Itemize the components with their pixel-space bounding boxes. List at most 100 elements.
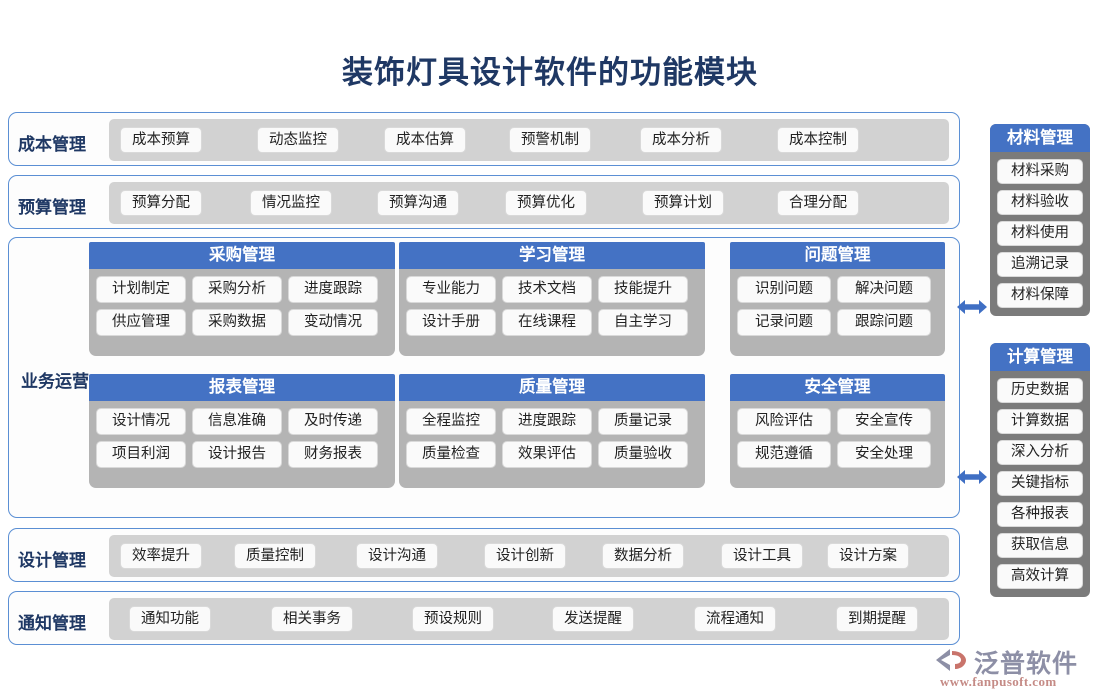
chip-quality-1[interactable]: 进度跟踪 (502, 408, 592, 435)
chip-design-6[interactable]: 设计方案 (827, 543, 909, 569)
row-label-budget: 预算管理 (18, 198, 86, 217)
chip-proc-0[interactable]: 计划制定 (96, 276, 186, 303)
sidebar-material-item-0[interactable]: 材料采购 (997, 159, 1083, 184)
chip-notice-0[interactable]: 通知功能 (129, 606, 211, 632)
module-quality: 质量管理 全程监控 进度跟踪 质量记录 质量检查 效果评估 质量验收 (399, 374, 705, 488)
chip-budget-3[interactable]: 预算优化 (505, 190, 587, 216)
fanpu-logo-icon (936, 649, 966, 671)
module-procurement-title: 采购管理 (89, 242, 395, 269)
sidebar-material-item-3[interactable]: 追溯记录 (997, 252, 1083, 277)
chip-design-5[interactable]: 设计工具 (721, 543, 803, 569)
module-issue-title: 问题管理 (730, 242, 945, 269)
chip-budget-0[interactable]: 预算分配 (120, 190, 202, 216)
panel-business-operations: 业务运营 采购管理 计划制定 采购分析 进度跟踪 供应管理 采购数据 变动情况 … (8, 237, 960, 518)
chip-quality-4[interactable]: 效果评估 (502, 441, 592, 468)
chip-notice-5[interactable]: 到期提醒 (836, 606, 918, 632)
row-label-cost: 成本管理 (18, 135, 86, 154)
panel-cost-management: 成本管理 成本预算 动态监控 成本估算 预警机制 成本分析 成本控制 (8, 112, 960, 166)
chip-report-5[interactable]: 财务报表 (288, 441, 378, 468)
chip-cost-4[interactable]: 成本分析 (640, 127, 722, 153)
chip-report-4[interactable]: 设计报告 (192, 441, 282, 468)
chip-proc-4[interactable]: 采购数据 (192, 309, 282, 336)
chip-report-1[interactable]: 信息准确 (192, 408, 282, 435)
chip-notice-2[interactable]: 预设规则 (412, 606, 494, 632)
chip-issue-3[interactable]: 跟踪问题 (837, 309, 931, 336)
row-label-design: 设计管理 (18, 551, 86, 570)
sidebar-material-management: 材料管理 材料采购 材料验收 材料使用 追溯记录 材料保障 (990, 124, 1090, 316)
chip-notice-3[interactable]: 发送提醒 (552, 606, 634, 632)
chip-learn-4[interactable]: 在线课程 (502, 309, 592, 336)
sidebar-calc-item-6[interactable]: 高效计算 (997, 564, 1083, 589)
chip-cost-3[interactable]: 预警机制 (509, 127, 591, 153)
module-safety: 安全管理 风险评估 安全宣传 规范遵循 安全处理 (730, 374, 945, 488)
chip-budget-1[interactable]: 情况监控 (250, 190, 332, 216)
chip-report-2[interactable]: 及时传递 (288, 408, 378, 435)
module-learning-items: 专业能力 技术文档 技能提升 设计手册 在线课程 自主学习 (399, 269, 705, 344)
chip-design-3[interactable]: 设计创新 (484, 543, 566, 569)
chip-safety-2[interactable]: 规范遵循 (737, 441, 831, 468)
sidebar-material-item-1[interactable]: 材料验收 (997, 190, 1083, 215)
chip-safety-1[interactable]: 安全宣传 (837, 408, 931, 435)
module-issue: 问题管理 识别问题 解决问题 记录问题 跟踪问题 (730, 242, 945, 356)
module-issue-items: 识别问题 解决问题 记录问题 跟踪问题 (730, 269, 945, 344)
chip-learn-3[interactable]: 设计手册 (406, 309, 496, 336)
sidebar-calc-item-3[interactable]: 关键指标 (997, 471, 1083, 496)
chip-cost-0[interactable]: 成本预算 (120, 127, 202, 153)
chip-learn-1[interactable]: 技术文档 (502, 276, 592, 303)
chip-issue-1[interactable]: 解决问题 (837, 276, 931, 303)
sidebar-calc-item-0[interactable]: 历史数据 (997, 378, 1083, 403)
chip-budget-4[interactable]: 预算计划 (642, 190, 724, 216)
chip-learn-2[interactable]: 技能提升 (598, 276, 688, 303)
sidebar-calc-item-2[interactable]: 深入分析 (997, 440, 1083, 465)
chip-report-3[interactable]: 项目利润 (96, 441, 186, 468)
chip-issue-0[interactable]: 识别问题 (737, 276, 831, 303)
chip-report-0[interactable]: 设计情况 (96, 408, 186, 435)
sidebar-calc-item-1[interactable]: 计算数据 (997, 409, 1083, 434)
page-title: 装饰灯具设计软件的功能模块 (342, 55, 758, 90)
chip-proc-3[interactable]: 供应管理 (96, 309, 186, 336)
chip-learn-0[interactable]: 专业能力 (406, 276, 496, 303)
chip-budget-2[interactable]: 预算沟通 (377, 190, 459, 216)
chip-quality-2[interactable]: 质量记录 (598, 408, 688, 435)
sidebar-calc-item-4[interactable]: 各种报表 (997, 502, 1083, 527)
row-label-notice: 通知管理 (18, 614, 86, 633)
panel-budget-management: 预算管理 预算分配 情况监控 预算沟通 预算优化 预算计划 合理分配 (8, 175, 960, 229)
module-procurement: 采购管理 计划制定 采购分析 进度跟踪 供应管理 采购数据 变动情况 (89, 242, 395, 356)
module-quality-title: 质量管理 (399, 374, 705, 401)
double-arrow-icon-top (957, 300, 987, 314)
chip-cost-1[interactable]: 动态监控 (257, 127, 339, 153)
chip-cost-2[interactable]: 成本估算 (384, 127, 466, 153)
logo-url: www.fanpusoft.com (940, 674, 1057, 689)
chip-design-0[interactable]: 效率提升 (120, 543, 202, 569)
watermark-logo: 泛普软件 www.fanpusoft.com (932, 644, 1092, 696)
chip-quality-3[interactable]: 质量检查 (406, 441, 496, 468)
chip-design-4[interactable]: 数据分析 (602, 543, 684, 569)
chip-budget-5[interactable]: 合理分配 (777, 190, 859, 216)
sidebar-material-title: 材料管理 (990, 124, 1090, 152)
chip-learn-5[interactable]: 自主学习 (598, 309, 688, 336)
chip-proc-2[interactable]: 进度跟踪 (288, 276, 378, 303)
chip-notice-4[interactable]: 流程通知 (694, 606, 776, 632)
chip-design-2[interactable]: 设计沟通 (356, 543, 438, 569)
chip-safety-3[interactable]: 安全处理 (837, 441, 931, 468)
chip-proc-5[interactable]: 变动情况 (288, 309, 378, 336)
chip-design-1[interactable]: 质量控制 (234, 543, 316, 569)
module-learning: 学习管理 专业能力 技术文档 技能提升 设计手册 在线课程 自主学习 (399, 242, 705, 356)
chip-proc-1[interactable]: 采购分析 (192, 276, 282, 303)
sidebar-calculation-management: 计算管理 历史数据 计算数据 深入分析 关键指标 各种报表 获取信息 高效计算 (990, 343, 1090, 597)
sidebar-calc-item-5[interactable]: 获取信息 (997, 533, 1083, 558)
chip-safety-0[interactable]: 风险评估 (737, 408, 831, 435)
chip-notice-1[interactable]: 相关事务 (271, 606, 353, 632)
module-report: 报表管理 设计情况 信息准确 及时传递 项目利润 设计报告 财务报表 (89, 374, 395, 488)
sidebar-calc-title: 计算管理 (990, 343, 1090, 371)
chip-quality-5[interactable]: 质量验收 (598, 441, 688, 468)
module-quality-items: 全程监控 进度跟踪 质量记录 质量检查 效果评估 质量验收 (399, 401, 705, 476)
module-report-title: 报表管理 (89, 374, 395, 401)
module-learning-title: 学习管理 (399, 242, 705, 269)
chip-cost-5[interactable]: 成本控制 (777, 127, 859, 153)
sidebar-material-item-4[interactable]: 材料保障 (997, 283, 1083, 308)
chip-issue-2[interactable]: 记录问题 (737, 309, 831, 336)
chip-quality-0[interactable]: 全程监控 (406, 408, 496, 435)
sidebar-material-item-2[interactable]: 材料使用 (997, 221, 1083, 246)
